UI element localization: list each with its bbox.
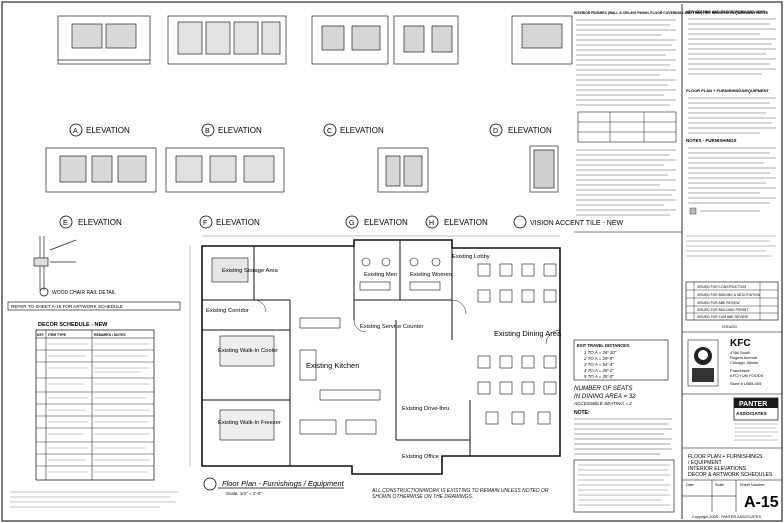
wood-rail-title: WOOD CHAIR RAIL DETAIL bbox=[52, 290, 116, 296]
room-kitchen: Existing Kitchen bbox=[306, 361, 359, 370]
date-label: Date bbox=[686, 483, 694, 487]
decor-schedule-title: DECOR SCHEDULE - NEW bbox=[38, 322, 108, 328]
seats-line-3: ACCESSIBLE SEATING = 2 bbox=[573, 401, 632, 406]
furnishings-heading: FLOOR PLAN + FURNISHINGS/EQUIPMENT bbox=[686, 88, 770, 93]
copyright: Copyright 2008 - PANTER ASSOCIATES bbox=[692, 515, 762, 519]
elevation-marker-c: C bbox=[327, 128, 332, 135]
room-dining-area: Existing Dining Area bbox=[494, 329, 562, 338]
exit-travel-row: 4 TO A = 28'-1" bbox=[584, 368, 614, 373]
floor-plan bbox=[189, 235, 561, 475]
elevation-marker-a: A bbox=[73, 128, 78, 135]
elevation-marker-e: E bbox=[63, 220, 68, 227]
elevation-label-h: ELEVATION bbox=[444, 218, 488, 227]
elevation-labels-row-1: A ELEVATION B ELEVATION C ELEVATION D EL… bbox=[69, 123, 552, 137]
revision-heading: ISSUED bbox=[722, 324, 737, 329]
sheet-number-label: Sheet Number: bbox=[740, 483, 766, 487]
elevation-label-f: ELEVATION bbox=[216, 218, 260, 227]
store-number: Store # LB85-005 bbox=[730, 381, 762, 386]
elevation-labels-row-2: E ELEVATION F ELEVATION G ELEVATION H EL… bbox=[59, 215, 623, 229]
exit-travel-row: 3 TO A = 54'-4" bbox=[584, 362, 614, 367]
title-block: ISSUED FOR CONSTRUCTION ISSUED FOR BIDDI… bbox=[682, 235, 782, 519]
address-line: 4766 South bbox=[730, 350, 750, 355]
revision-row: ISSUED FOR BUILDING PERMIT bbox=[697, 308, 748, 312]
seats-note-label: NOTE: bbox=[574, 410, 590, 416]
room-walk-in-cooler: Existing Walk-In Cooler bbox=[218, 348, 278, 354]
sheet-title-line: / EQUIPMENT bbox=[688, 460, 723, 466]
elevation-marker-b: B bbox=[205, 128, 210, 135]
elevation-marker-d: D bbox=[493, 128, 498, 135]
decor-col-key: KEY bbox=[37, 333, 45, 337]
furnishings-notes-heading: NOTES - FURNISHINGS bbox=[686, 138, 737, 143]
exit-travel-heading: EXIT TRAVEL DISTANCES: bbox=[577, 343, 630, 348]
address-line: Chicago, Illinois bbox=[730, 360, 758, 365]
brand-name: KFC bbox=[730, 338, 751, 349]
exit-travel-row: 1 TO A = 26'-10" bbox=[584, 350, 617, 355]
finish-notes-heading: INTERIOR FINISHES (WALL & CEILING FINISH… bbox=[574, 11, 769, 15]
refer-note: REFER TO SHEET A-16 FOR ARTWORK SCHEDULE bbox=[11, 304, 123, 309]
exit-travel: EXIT TRAVEL DISTANCES: 1 TO A = 26'-10" … bbox=[573, 339, 669, 381]
seating-notes-panel: NEW SEATING AND DECOR WORK INCLUDES: FLO… bbox=[686, 10, 776, 215]
room-drive-thru: Existing Drive-thru bbox=[402, 406, 449, 412]
elevation-row-1 bbox=[57, 15, 573, 65]
revision-row: ISSUED FOR CONSTRUCTION bbox=[697, 285, 747, 289]
sheet-number: A-15 bbox=[744, 494, 779, 511]
elevation-row-2 bbox=[45, 145, 559, 193]
revision-row: ISSUED FOR YUM ABE REVIEW bbox=[697, 315, 749, 319]
elevation-label-a: ELEVATION bbox=[86, 126, 130, 135]
decor-col-remarks: REMARKS / NOTES bbox=[94, 333, 126, 337]
plan-scale: Scale: 1/4" = 1'-0" bbox=[226, 491, 262, 496]
revision-row: ISSUED FOR ABE REVIEW bbox=[697, 301, 740, 305]
franchisee-line: KFC/YUM FOODS bbox=[730, 373, 764, 378]
room-service-counter: Existing Service Counter bbox=[360, 324, 424, 330]
seats-line-2: IN DINING AREA = 32 bbox=[574, 393, 636, 400]
decor-schedule: DECOR SCHEDULE - NEW KEY ITEM TYPE REMAR… bbox=[10, 322, 178, 508]
elevation-marker-f: F bbox=[203, 220, 207, 227]
vision-tile-label: VISION ACCENT TILE - NEW bbox=[530, 220, 623, 227]
room-corridor: Existing Corridor bbox=[206, 308, 249, 314]
elevation-label-d: ELEVATION bbox=[508, 126, 552, 135]
wood-rail-detail bbox=[33, 236, 77, 290]
elevation-label-b: ELEVATION bbox=[218, 126, 262, 135]
franchisee-line: Franchisee bbox=[730, 368, 751, 373]
room-labels: Existing Storage Area Existing Corridor … bbox=[206, 254, 562, 460]
seating-notes-heading: NEW SEATING AND DECOR WORK INCLUDES: bbox=[686, 10, 767, 14]
room-walk-in-freezer: Existing Walk-In Freezer bbox=[218, 420, 281, 426]
elevation-label-e: ELEVATION bbox=[78, 218, 122, 227]
elevation-marker-h: H bbox=[429, 220, 434, 227]
elevation-label-g: ELEVATION bbox=[364, 218, 408, 227]
room-lobby: Existing Lobby bbox=[452, 254, 490, 260]
elevation-marker-g: G bbox=[349, 220, 354, 227]
firm-name-1: PANTER bbox=[739, 401, 767, 408]
room-women: Existing Women bbox=[410, 272, 452, 278]
elevation-label-c: ELEVATION bbox=[340, 126, 384, 135]
sheet-title-line: FLOOR PLAN + FURNISHINGS bbox=[688, 454, 763, 460]
room-men: Existing Men bbox=[364, 272, 397, 278]
sheet-title-line: DECOR & ARTWORK SCHEDULES bbox=[688, 472, 773, 478]
revision-row: ISSUED FOR BIDDING & NEGOTIATION bbox=[697, 293, 761, 297]
seat-count: NUMBER OF SEATS IN DINING AREA = 32 ACCE… bbox=[573, 385, 675, 513]
seats-line-1: NUMBER OF SEATS bbox=[574, 385, 633, 392]
decor-col-item: ITEM TYPE bbox=[48, 333, 67, 337]
room-storage-area: Existing Storage Area bbox=[222, 268, 279, 274]
room-office: Existing Office bbox=[402, 454, 439, 460]
exit-travel-row: 5 TO A = 35'-0" bbox=[584, 374, 614, 379]
finish-notes-panel: INTERIOR FINISHES (WALL & CEILING FINISH… bbox=[574, 11, 769, 216]
address-line: Rogers Avenue bbox=[730, 355, 758, 360]
plan-title: Floor Plan - Furnishings / Equipment bbox=[222, 479, 345, 488]
sheet-title-line: INTERIOR ELEVATIONS bbox=[688, 466, 747, 472]
scale-label: Scale bbox=[715, 483, 724, 487]
exit-travel-row: 2 TO A = 29'-9" bbox=[583, 356, 614, 361]
firm-name-2: ASSOCIATES bbox=[736, 411, 768, 417]
construction-note: ALL CONSTRUCTION/WORK IS EXISTING TO REM… bbox=[372, 488, 549, 501]
